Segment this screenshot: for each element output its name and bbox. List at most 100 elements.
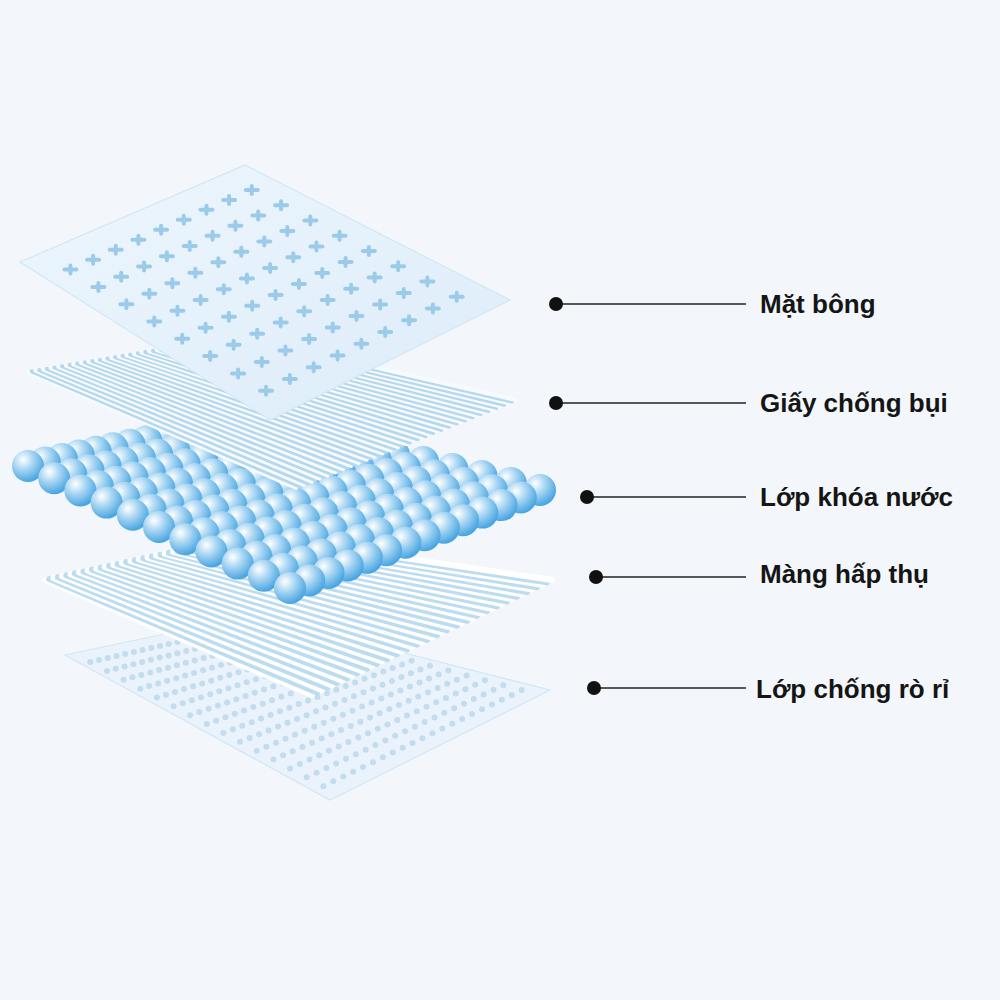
dot	[199, 680, 205, 686]
dot	[235, 682, 241, 688]
dot	[237, 739, 243, 745]
cross-mark	[246, 302, 258, 310]
cross-mark	[304, 216, 316, 224]
part-label: Màng hấp thụ	[760, 559, 929, 590]
dot	[215, 703, 221, 709]
cross-mark	[64, 266, 76, 274]
cross-mark	[275, 318, 287, 326]
dot	[316, 752, 322, 758]
dot	[370, 759, 376, 765]
dot	[363, 747, 369, 753]
dot	[198, 694, 204, 700]
dot	[307, 757, 313, 763]
dot	[196, 709, 202, 715]
cross-mark	[270, 291, 282, 299]
dot	[340, 774, 346, 780]
cross-mark	[451, 293, 463, 301]
dot	[396, 702, 402, 708]
dot	[173, 675, 179, 681]
dot	[482, 677, 488, 683]
dot	[190, 683, 196, 689]
dot	[222, 714, 228, 720]
dot	[375, 726, 381, 732]
dot	[398, 674, 404, 680]
dot	[472, 682, 478, 688]
dot	[404, 713, 410, 719]
dot	[469, 711, 475, 717]
dot	[164, 678, 170, 684]
cross-mark	[229, 222, 241, 230]
dot	[131, 649, 137, 655]
dot	[138, 672, 144, 678]
dot	[201, 655, 207, 661]
cross-mark	[252, 211, 264, 219]
dot	[420, 735, 426, 741]
cross-mark	[374, 300, 386, 308]
cross-mark	[369, 273, 381, 281]
dot	[443, 695, 449, 701]
cross-mark	[204, 352, 216, 360]
cross-mark	[421, 277, 433, 285]
dot	[367, 715, 373, 721]
cross-mark	[223, 313, 235, 321]
cross-mark	[264, 264, 276, 272]
dot	[357, 719, 363, 725]
leader-line	[596, 576, 746, 578]
dot	[105, 655, 111, 661]
cross-mark	[138, 262, 150, 270]
dot	[481, 691, 487, 697]
dot	[400, 745, 406, 751]
dot	[216, 688, 222, 694]
dot	[408, 670, 414, 676]
dot	[362, 676, 368, 682]
leader-line	[587, 496, 746, 498]
dot	[369, 700, 375, 706]
dot	[285, 720, 291, 726]
cross-mark	[184, 242, 196, 250]
dot	[277, 708, 283, 714]
dot	[267, 712, 273, 718]
dot	[311, 724, 317, 730]
dot	[414, 708, 420, 714]
dot	[256, 731, 262, 737]
dot	[297, 761, 303, 767]
dot	[313, 708, 319, 714]
dot	[260, 701, 266, 707]
cross-mark	[258, 237, 270, 245]
dot	[320, 783, 326, 789]
dot	[200, 667, 206, 673]
dot	[348, 723, 354, 729]
dot	[278, 694, 284, 700]
dot	[519, 687, 525, 693]
cross-mark	[355, 340, 367, 348]
dot	[207, 691, 213, 697]
dot	[479, 706, 485, 712]
dot	[350, 769, 356, 775]
dot	[451, 705, 457, 711]
dot	[343, 683, 349, 689]
dot	[422, 719, 428, 725]
dot	[104, 668, 110, 674]
dot	[304, 774, 310, 780]
dot	[299, 744, 305, 750]
cross-mark	[256, 358, 268, 366]
part-label: Lớp khóa nước	[760, 482, 953, 513]
dot	[360, 689, 366, 695]
dot	[489, 702, 495, 708]
dot	[220, 730, 226, 736]
dot	[365, 730, 371, 736]
dot	[140, 647, 146, 653]
dot	[129, 674, 135, 680]
dot	[122, 651, 128, 657]
dot	[157, 643, 163, 649]
dot	[471, 696, 477, 702]
dot	[261, 687, 267, 693]
cross-mark	[235, 248, 247, 256]
dot	[269, 697, 275, 703]
dot	[174, 650, 180, 656]
cross-mark	[398, 289, 410, 297]
dot	[171, 703, 177, 709]
dot	[182, 673, 188, 679]
dot	[137, 686, 143, 692]
dot	[172, 689, 178, 695]
